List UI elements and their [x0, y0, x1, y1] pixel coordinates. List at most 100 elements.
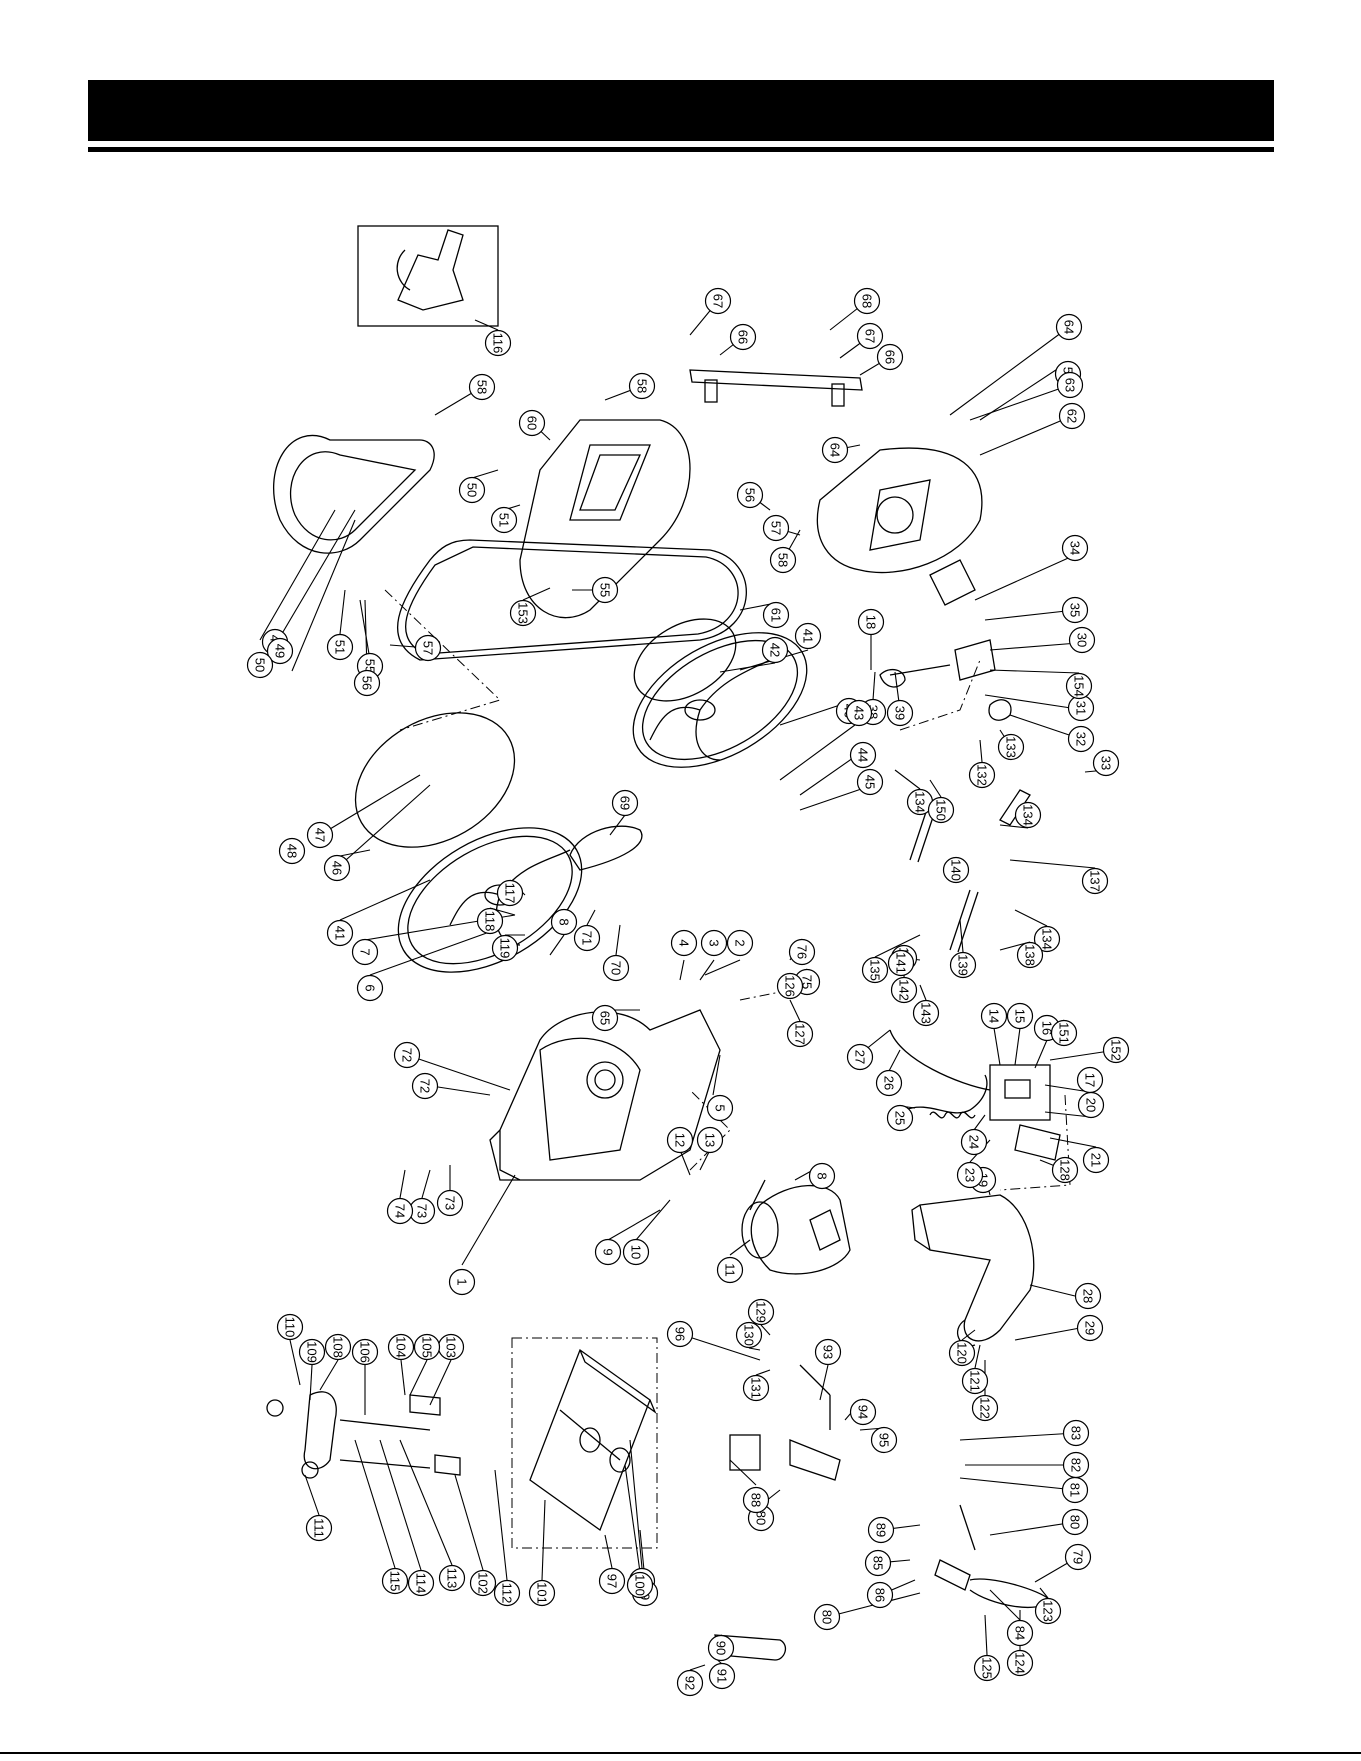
callout-number: 128	[1058, 1159, 1073, 1181]
callout-122: 122	[971, 1394, 999, 1422]
callout-133: 133	[997, 733, 1025, 761]
callout-number: 13	[703, 1133, 718, 1147]
callout-circle	[573, 924, 601, 952]
callout-150: 150	[927, 796, 955, 824]
callout-number: 81	[1068, 1483, 1083, 1497]
callout-number: 33	[1099, 756, 1114, 770]
callout-number: 60	[525, 416, 540, 430]
callout-number: 116	[491, 333, 506, 354]
callout-circle	[861, 956, 889, 984]
callout-circle	[736, 481, 764, 509]
callout-number: 72	[418, 1079, 433, 1093]
callout-number: 66	[883, 350, 898, 364]
callout-number: 141	[894, 952, 909, 974]
callout-circle	[1055, 313, 1083, 341]
callout-number: 17	[1083, 1073, 1098, 1087]
callout-117: 117	[496, 879, 524, 907]
right-upper-cover	[816, 447, 983, 574]
callout-circle	[973, 1654, 1001, 1682]
callout-number: 118	[483, 911, 498, 932]
callout-circle	[876, 343, 904, 371]
callout-number: 74	[393, 1204, 408, 1218]
callout-29: 29	[1076, 1314, 1104, 1342]
callout-number: 5	[713, 1104, 728, 1111]
callout-circle	[857, 608, 885, 636]
callout-67: 67	[856, 322, 884, 350]
callout-number: 117	[503, 883, 518, 904]
callout-circle	[1062, 1419, 1090, 1447]
callout-number: 56	[743, 488, 758, 502]
callout-100: 100	[626, 1571, 654, 1599]
callout-number: 72	[400, 1048, 415, 1062]
callout-number: 112	[500, 1583, 515, 1604]
callout-number: 70	[609, 961, 624, 975]
callout-102: 102	[469, 1569, 497, 1597]
callout-95: 95	[870, 1426, 898, 1454]
callout-number: 18	[864, 615, 879, 629]
callout-circle	[853, 287, 881, 315]
callout-number: 50	[465, 483, 480, 497]
callout-128: 128	[1051, 1156, 1079, 1184]
callout-number: 100	[633, 1574, 648, 1596]
callout-42: 42	[761, 636, 789, 664]
drive-belt	[569, 825, 643, 871]
callout-number: 123	[1041, 1600, 1056, 1622]
callout-number: 80	[1068, 1515, 1083, 1529]
upper-right-wheel-cover	[519, 419, 691, 619]
callout-65: 65	[591, 1004, 619, 1032]
callout-152: 152	[1102, 1036, 1130, 1064]
callout-67: 67	[704, 287, 732, 315]
callout-number: 9	[601, 1248, 616, 1255]
callout-number: 75	[800, 975, 815, 989]
callout-134: 134	[1033, 925, 1061, 953]
callout-circle	[1065, 672, 1093, 700]
callout-63: 63	[1056, 371, 1084, 399]
callout-circle	[846, 1043, 874, 1071]
callout-91: 91	[708, 1662, 736, 1690]
callout-number: 76	[795, 945, 810, 959]
callout-circle	[628, 372, 656, 400]
callout-circle	[351, 938, 379, 966]
main-frame	[489, 1009, 721, 1181]
callout-43: 43	[845, 699, 873, 727]
callout-96: 96	[666, 1320, 694, 1348]
callout-circle	[729, 323, 757, 351]
callout-number: 27	[853, 1050, 868, 1064]
callout-97: 97	[598, 1567, 626, 1595]
callout-number: 57	[421, 641, 436, 655]
callout-116: 116	[484, 329, 512, 357]
callout-41: 41	[326, 919, 354, 947]
callout-number: 42	[768, 643, 783, 657]
callout-51: 51	[326, 633, 354, 661]
callout-number: 55	[598, 583, 613, 597]
callout-circle	[458, 476, 486, 504]
callout-circle	[742, 1374, 770, 1402]
callout-circle	[1102, 1036, 1130, 1064]
callout-20: 20	[1077, 1091, 1105, 1119]
callout-6: 6	[356, 974, 384, 1002]
callout-73: 73	[408, 1197, 436, 1225]
callout-number: 134	[1040, 928, 1055, 950]
callout-number: 102	[476, 1572, 491, 1594]
callout-circle	[1050, 1019, 1078, 1047]
callout-119: 119	[491, 934, 519, 962]
callout-number: 64	[828, 443, 843, 457]
callout-number: 63	[1063, 378, 1078, 392]
callout-9: 9	[594, 1238, 622, 1266]
callout-circle	[448, 1268, 476, 1296]
callout-50: 50	[458, 476, 486, 504]
callout-number: 105	[420, 1336, 435, 1358]
callout-number: 86	[873, 1588, 888, 1602]
callout-114: 114	[407, 1569, 435, 1597]
callout-60: 60	[518, 409, 546, 437]
callout-32: 32	[1067, 725, 1095, 753]
callout-number: 58	[776, 553, 791, 567]
callout-circle	[298, 1338, 326, 1366]
callout-28: 28	[1074, 1282, 1102, 1310]
callout-140: 140	[942, 856, 970, 884]
callout-circle	[708, 1662, 736, 1690]
callout-circle	[707, 1634, 735, 1662]
callout-number: 49	[273, 644, 288, 658]
callout-number: 134	[913, 791, 928, 813]
